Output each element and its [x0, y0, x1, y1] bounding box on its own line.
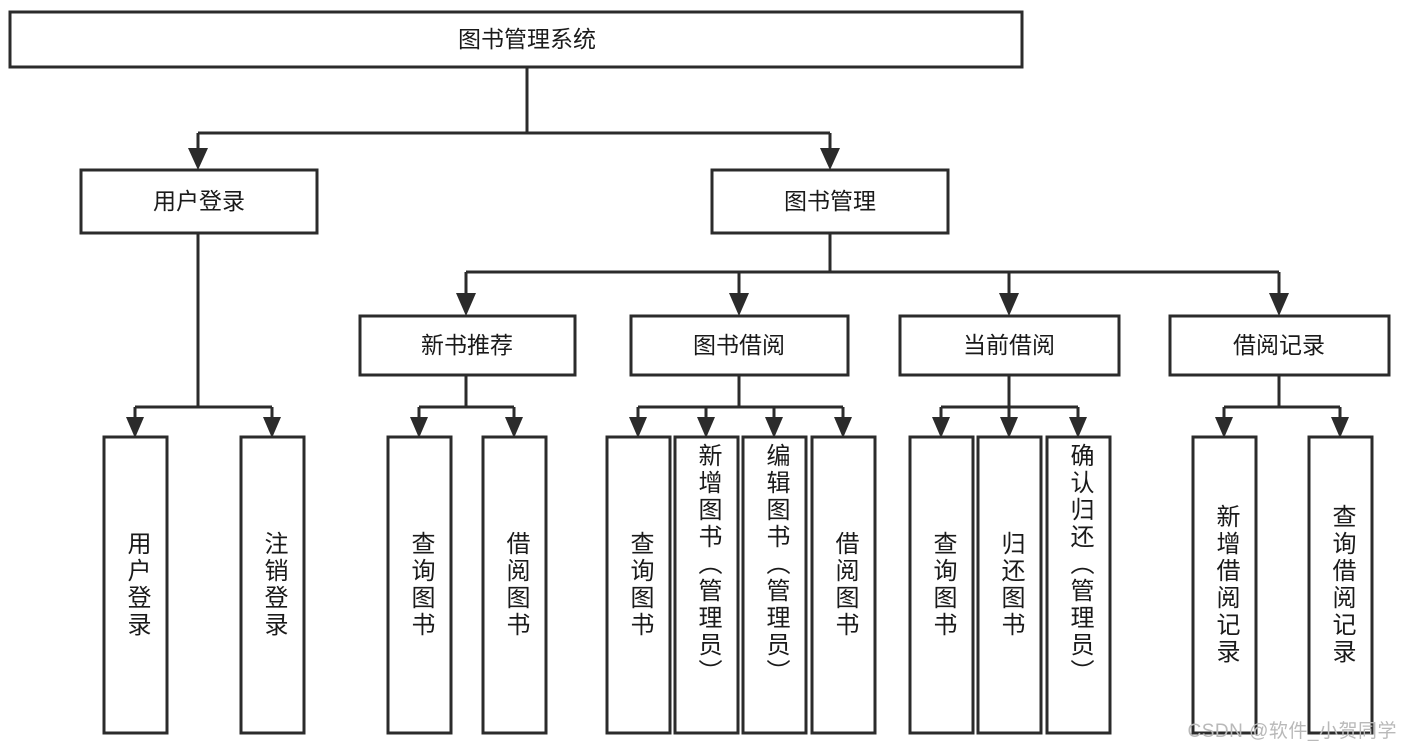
- arrow-head-book-borrow: [729, 293, 749, 316]
- csdn-watermark: CSDN @软件_小贺同学: [1187, 721, 1397, 742]
- node-new-book-recommend-label: 新书推荐: [421, 332, 513, 358]
- connector-book-borrow-to-leaves: [629, 375, 852, 438]
- node-root[interactable]: 图书管理系统: [8, 10, 1024, 69]
- node-borrow-record-rect[interactable]: [1168, 314, 1391, 377]
- arrow-head-leaf-query-record: [1331, 417, 1349, 438]
- connector-user-login-to-leaves: [126, 233, 281, 438]
- arrow-head-leaf-return-book: [1000, 417, 1018, 438]
- connector-root-to-level2: [188, 67, 840, 170]
- node-user-login-label: 用户登录: [153, 188, 245, 214]
- node-current-borrow-rect[interactable]: [898, 314, 1121, 377]
- node-new-book-recommend-rect[interactable]: [358, 314, 577, 377]
- connector-current-borrow-to-leaves: [932, 375, 1087, 438]
- leaf-boxes: [102, 435, 1374, 735]
- node-leaf-query-book-2-rect[interactable]: [605, 435, 672, 735]
- node-current-borrow-label: 当前借阅: [963, 332, 1055, 358]
- arrow-head-leaf-add-book: [697, 417, 715, 438]
- arrow-head-leaf-add-record: [1215, 417, 1233, 438]
- node-leaf-edit-book-rect[interactable]: [741, 435, 808, 735]
- arrow-head-leaf-borrow-book-2: [834, 417, 852, 438]
- node-leaf-add-book-rect[interactable]: [673, 435, 740, 735]
- node-book-borrow-rect[interactable]: [629, 314, 850, 377]
- node-book-manage-rect[interactable]: [710, 168, 950, 235]
- arrow-head-current-borrow: [999, 293, 1019, 316]
- node-book-borrow[interactable]: 图书借阅: [629, 314, 850, 377]
- arrow-head-new-book-recommend: [456, 293, 476, 316]
- arrow-head-leaf-logout-login: [263, 417, 281, 438]
- node-leaf-add-record-rect[interactable]: [1191, 435, 1258, 735]
- node-leaf-query-record-rect[interactable]: [1307, 435, 1374, 735]
- arrow-head-leaf-query-book-2: [629, 417, 647, 438]
- node-leaf-query-book-3-rect[interactable]: [908, 435, 975, 735]
- arrow-head-leaf-user-login: [126, 417, 144, 438]
- node-user-login[interactable]: 用户登录: [79, 168, 319, 235]
- arrow-head-leaf-edit-book: [765, 417, 783, 438]
- arrow-head-borrow-record: [1269, 293, 1289, 316]
- arrow-head-leaf-borrow-book-1: [505, 417, 523, 438]
- node-new-book-recommend[interactable]: 新书推荐: [358, 314, 577, 377]
- node-book-manage-label: 图书管理: [784, 188, 876, 214]
- arrow-head-user-login: [188, 148, 208, 170]
- node-borrow-record[interactable]: 借阅记录: [1168, 314, 1391, 377]
- node-borrow-record-label: 借阅记录: [1233, 332, 1325, 358]
- arrow-head-leaf-confirm-return: [1069, 417, 1087, 438]
- node-leaf-return-book-rect[interactable]: [976, 435, 1043, 735]
- arrow-head-leaf-query-book-1: [410, 417, 428, 438]
- node-leaf-borrow-book-1-rect[interactable]: [481, 435, 548, 735]
- node-leaf-logout-login-rect[interactable]: [239, 435, 306, 735]
- connector-borrow-record-to-leaves: [1215, 375, 1349, 438]
- node-book-borrow-label: 图书借阅: [693, 332, 785, 358]
- arrow-head-leaf-query-book-3: [932, 417, 950, 438]
- connector-book-manage-to-level3: [456, 233, 1289, 316]
- connector-new-book-to-leaves: [410, 375, 523, 438]
- node-leaf-confirm-return-rect[interactable]: [1045, 435, 1112, 735]
- arrow-head-book-manage: [820, 148, 840, 170]
- node-book-manage[interactable]: 图书管理: [710, 168, 950, 235]
- node-current-borrow[interactable]: 当前借阅: [898, 314, 1121, 377]
- node-user-login-rect[interactable]: [79, 168, 319, 235]
- node-leaf-query-book-1-rect[interactable]: [386, 435, 453, 735]
- node-root-label: 图书管理系统: [458, 26, 596, 52]
- node-root-rect[interactable]: [8, 10, 1024, 69]
- node-leaf-user-login-rect[interactable]: [102, 435, 169, 735]
- node-leaf-borrow-book-2-rect[interactable]: [810, 435, 877, 735]
